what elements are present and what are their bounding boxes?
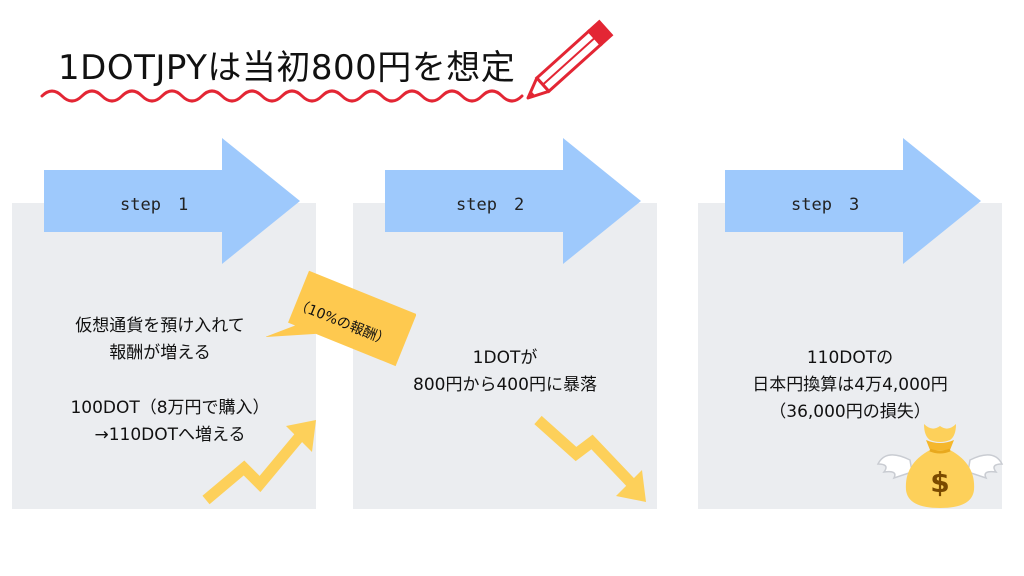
svg-text:$: $: [930, 466, 949, 499]
pencil-icon: [526, 19, 614, 100]
page-title: 1DOTJPYは当初800円を想定: [58, 48, 516, 88]
trend-down-icon: [534, 415, 646, 502]
step-2-description: 1DOTが 800円から400円に暴落: [413, 348, 597, 395]
wavy-underline: [40, 89, 524, 103]
step-3-arrow: [725, 138, 981, 264]
money-bag-icon: $: [876, 424, 1004, 508]
step-1-detail: 100DOT（8万円で購入） →110DOTへ増える: [70, 398, 270, 445]
step-1-arrow: [44, 138, 300, 264]
reward-note-bubble: [266, 270, 416, 367]
step-3-description: 110DOTの 日本円換算は4万4,000円 （36,000円の損失）: [752, 348, 948, 422]
trend-up-icon: [202, 420, 316, 505]
step-1-description: 仮想通貨を預け入れて 報酬が増える: [75, 316, 245, 363]
step-3-label: step 3: [791, 195, 860, 215]
step-2-arrow: [385, 138, 641, 264]
step-1-panel: [12, 203, 316, 509]
step-2-label: step 2: [456, 195, 525, 215]
step-1-label: step 1: [120, 195, 189, 215]
